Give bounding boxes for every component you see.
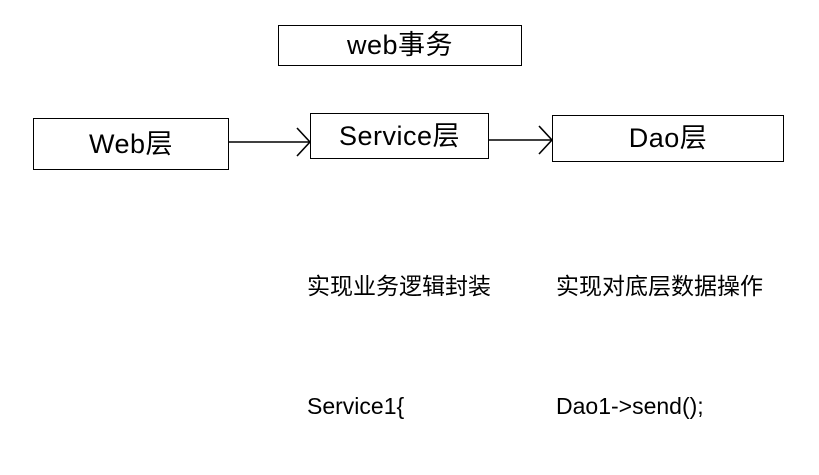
web-layer-label: Web层: [88, 128, 174, 159]
service-layer-label: Service层: [338, 120, 461, 151]
arrow-web-to-service-icon: [229, 127, 311, 157]
service-note-line: 实现业务逻辑封装: [307, 273, 491, 299]
dao-layer-notes: 实现对底层数据操作 Dao1->send(); Dao2->receive();…: [556, 186, 806, 475]
service-layer-box: Service层: [310, 113, 489, 159]
dao-layer-box: Dao层: [552, 115, 784, 162]
dao-note-line: Dao1->send();: [556, 393, 704, 419]
arrow-service-to-dao-icon: [489, 125, 553, 155]
service-note-line: Service1{: [307, 393, 405, 419]
dao-note-line: 实现对底层数据操作: [556, 273, 763, 299]
web-transaction-label: web事务: [346, 30, 454, 60]
service-layer-notes: 实现业务逻辑封装 Service1{ zhuangzhan(){ Dao1.se…: [307, 186, 547, 475]
web-layer-box: Web层: [33, 118, 229, 170]
web-transaction-box: web事务: [278, 25, 522, 66]
dao-layer-label: Dao层: [628, 123, 708, 153]
